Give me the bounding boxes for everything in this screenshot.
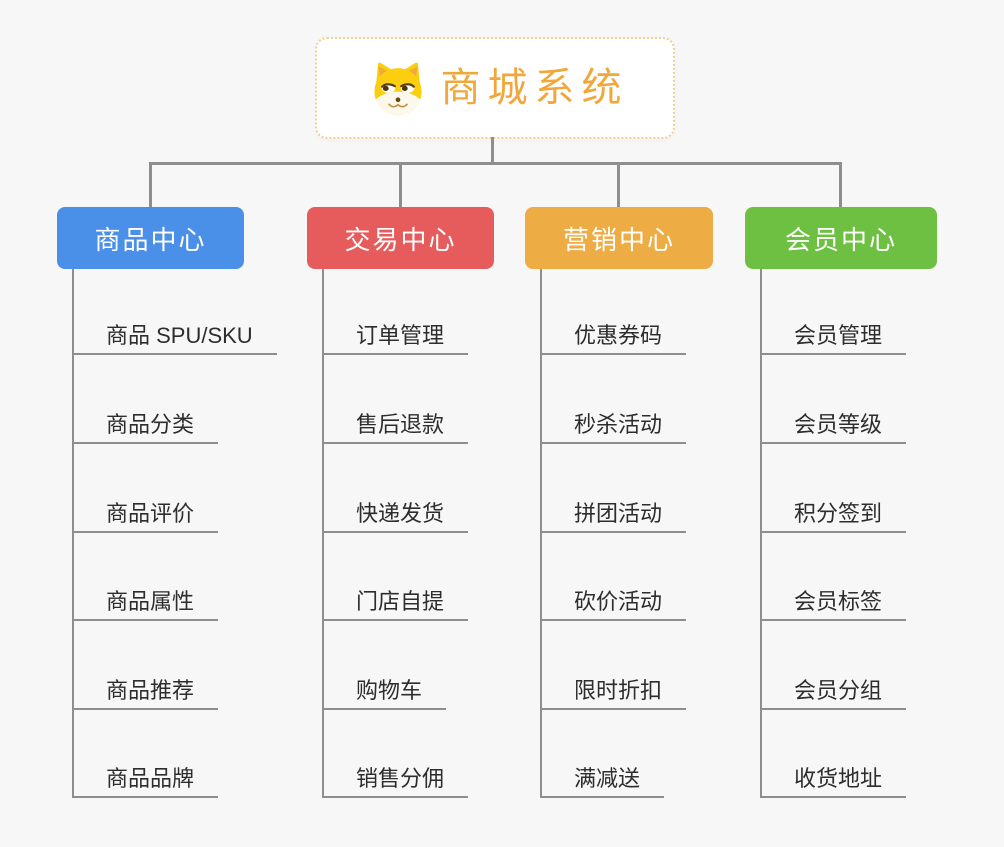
- leaf-item[interactable]: 砍价活动: [540, 587, 687, 621]
- leaf-item[interactable]: 秒杀活动: [540, 410, 687, 444]
- branch-header-product-center[interactable]: 商品中心: [57, 207, 244, 269]
- root-title: 商城系统: [440, 66, 629, 110]
- branch-header-member-center[interactable]: 会员中心: [745, 207, 937, 269]
- connector-drop-marketing: [617, 162, 620, 209]
- leaf-item[interactable]: 商品品牌: [72, 764, 219, 798]
- connector-horizontal-bus: [149, 162, 842, 165]
- branch-spine: [72, 269, 74, 798]
- root-node[interactable]: 商城系统: [315, 37, 675, 139]
- branch-header-trade-center[interactable]: 交易中心: [307, 207, 494, 269]
- branch-column-product-center: 商品中心 商品 SPU/SKU 商品分类 商品评价 商品属性 商品推荐 商品品牌: [57, 207, 327, 847]
- branch-column-member-center: 会员中心 会员管理 会员等级 积分签到 会员标签 会员分组 收货地址: [745, 207, 1004, 847]
- leaf-item[interactable]: 优惠券码: [540, 321, 687, 355]
- branch-spine: [540, 269, 542, 798]
- branch-spine: [322, 269, 324, 798]
- branch-spine: [760, 269, 762, 798]
- connector-drop-trade: [399, 162, 402, 209]
- leaf-item[interactable]: 限时折扣: [540, 676, 687, 710]
- connector-drop-members: [839, 162, 842, 209]
- branch-header-marketing-center[interactable]: 营销中心: [525, 207, 713, 269]
- leaf-item[interactable]: 门店自提: [322, 587, 469, 621]
- leaf-item[interactable]: 拼团活动: [540, 499, 687, 533]
- leaf-item[interactable]: 积分签到: [760, 499, 907, 533]
- leaf-item[interactable]: 满减送: [540, 764, 665, 798]
- leaf-item[interactable]: 售后退款: [322, 410, 469, 444]
- doge-icon: [369, 59, 427, 117]
- leaf-item[interactable]: 购物车: [322, 676, 447, 710]
- leaf-item[interactable]: 收货地址: [760, 764, 907, 798]
- leaf-item[interactable]: 订单管理: [322, 321, 469, 355]
- leaf-item[interactable]: 销售分佣: [322, 764, 469, 798]
- leaf-item[interactable]: 快递发货: [322, 499, 469, 533]
- connector-drop-products: [149, 162, 152, 209]
- leaf-item[interactable]: 会员分组: [760, 676, 907, 710]
- leaf-item[interactable]: 会员管理: [760, 321, 907, 355]
- leaf-item[interactable]: 会员等级: [760, 410, 907, 444]
- leaf-item[interactable]: 商品 SPU/SKU: [72, 321, 277, 355]
- branch-column-marketing-center: 营销中心 优惠券码 秒杀活动 拼团活动 砍价活动 限时折扣 满减送: [525, 207, 795, 847]
- leaf-item[interactable]: 会员标签: [760, 587, 907, 621]
- connector-root-drop: [491, 137, 494, 163]
- leaf-item[interactable]: 商品属性: [72, 587, 219, 621]
- branch-column-trade-center: 交易中心 订单管理 售后退款 快递发货 门店自提 购物车 销售分佣: [307, 207, 577, 847]
- leaf-item[interactable]: 商品推荐: [72, 676, 219, 710]
- leaf-item[interactable]: 商品评价: [72, 499, 219, 533]
- leaf-item[interactable]: 商品分类: [72, 410, 219, 444]
